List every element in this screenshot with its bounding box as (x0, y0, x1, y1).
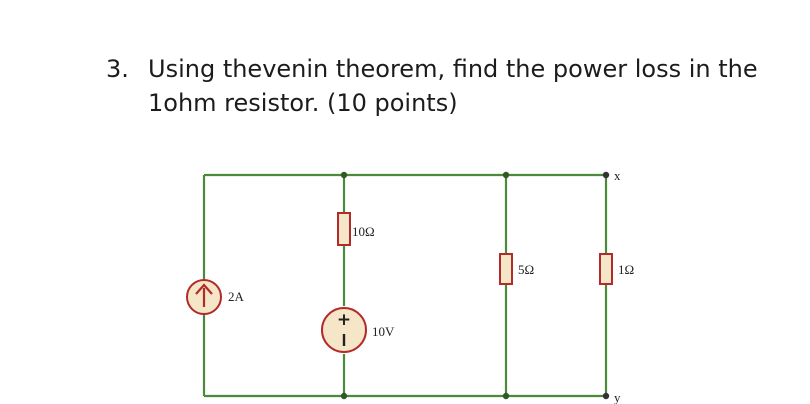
junction-dots (340, 171, 510, 400)
question-number: 3. (106, 55, 129, 83)
current-source (186, 279, 222, 315)
resistor-1-ohm (599, 253, 613, 285)
junction-dot-bottom-right (502, 392, 510, 400)
plus-icon: + (337, 310, 351, 330)
terminal-x-dot (602, 171, 610, 179)
voltage-source: + (321, 307, 367, 353)
resistor-1-ohm-label: 1Ω (618, 262, 634, 277)
junction-dot-bottom-mid (340, 392, 348, 400)
up-arrow-icon (195, 283, 213, 295)
resistor-5-ohm-label: 5Ω (518, 262, 534, 277)
question-line-2: 1ohm resistor. (10 points) (148, 89, 458, 117)
terminal-y-dot (602, 392, 610, 400)
voltage-source-label: 10V (372, 324, 395, 339)
question-line-1: Using thevenin theorem, find the power l… (148, 55, 758, 83)
circuit-wires (202, 173, 608, 398)
terminal-y-label: y (614, 390, 621, 404)
terminal-x-label: x (614, 168, 621, 183)
resistor-10-ohm-label: 10Ω (352, 224, 375, 239)
junction-dot-top-right (502, 171, 510, 179)
junction-dot-top-mid (340, 171, 348, 179)
resistor-5-ohm (499, 253, 513, 285)
current-source-label: 2A (228, 289, 245, 304)
resistor-10-ohm (337, 212, 351, 246)
voltage-source-body (321, 307, 367, 353)
